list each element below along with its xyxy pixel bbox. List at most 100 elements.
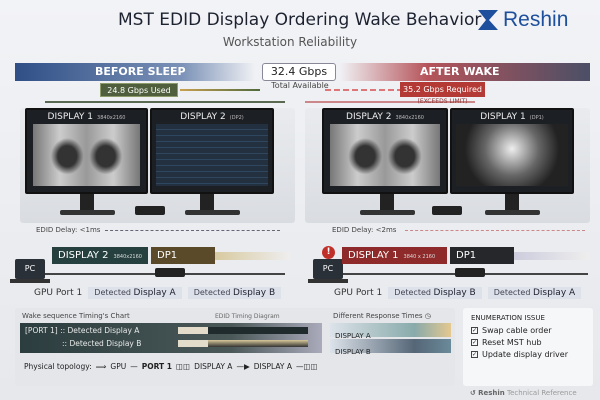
enumeration-issue-panel: ENUMERATION ISSUE ✓ Swap cable order ✓ Res… <box>463 308 593 386</box>
checklist-label: Reset MST hub <box>482 338 542 347</box>
monitor-res: (DP1) <box>529 115 544 121</box>
arrow-icon: — <box>130 362 138 371</box>
connector-icon: —◫◫ <box>295 362 318 371</box>
detected-display-a: Detected Display A <box>88 287 182 299</box>
timing-bar-b-pre <box>178 340 208 347</box>
required-line <box>325 89 400 91</box>
response-row-a: DISPLAY A <box>330 323 451 340</box>
bone-image <box>456 124 568 186</box>
topology-label: Physical topology: <box>24 362 92 371</box>
topology-display: DISPLAY A <box>194 362 233 371</box>
timing-row-b: :: Detected Display B <box>62 339 142 348</box>
checklist-item[interactable]: ✓ Reset MST hub <box>471 338 585 347</box>
gpu-port-label: GPU Port 1 <box>34 288 83 298</box>
monitor-base <box>485 210 540 215</box>
device-res: 3840x2160 <box>113 254 142 260</box>
mst-hub-icon <box>135 206 165 215</box>
edid-timing-label: EDID Timing Diagram <box>215 313 280 320</box>
checkbox-icon[interactable]: ✓ <box>471 339 478 346</box>
detected-display-a: Detected Display A <box>487 287 582 299</box>
timing-bar-a <box>208 327 308 334</box>
detected-label: Detected <box>94 288 131 297</box>
timing-bar-b <box>208 340 308 347</box>
before-sleep-banner: BEFORE SLEEP <box>15 63 255 81</box>
before-arrow <box>45 101 285 103</box>
mst-hub-icon <box>155 268 185 277</box>
monitor-stand <box>380 194 394 212</box>
page-title: MST EDID Display Ordering Wake Behavior <box>118 10 482 30</box>
monitor-stand <box>505 194 519 212</box>
after-wake-banner: AFTER WAKE <box>340 63 590 81</box>
monitor-label: DISPLAY 2 <box>346 112 392 122</box>
monitor-display-2: DISPLAY 2(DP2) <box>150 108 274 194</box>
exceeds-limit-label: (EXCEEDS LIMIT) <box>417 98 468 105</box>
footer-brand: Reshin <box>478 389 505 397</box>
arrow-icon: ⟹ <box>95 362 107 371</box>
edid-dash-line <box>405 230 585 231</box>
checklist-item[interactable]: ✓ Update display driver <box>471 350 585 359</box>
response-times-title: Different Response Times ◷ <box>333 312 431 320</box>
device-display-2: DISPLAY 2 3840x2160 <box>52 247 148 264</box>
required-bandwidth-badge: 35.2 Gbps Required <box>400 82 485 97</box>
topology-port: PORT 1 <box>141 362 172 371</box>
device-label: DISPLAY 2 <box>58 250 109 261</box>
monitor-base <box>360 210 415 215</box>
detected-value: Display B <box>433 288 476 298</box>
brand-logo: Reshin <box>478 8 568 32</box>
response-title-text: Different Response Times <box>333 312 423 320</box>
clock-icon: ◷ <box>424 312 431 320</box>
pc-base <box>308 279 348 283</box>
topology-gpu: GPU <box>110 362 127 371</box>
device-label: DISPLAY 1 <box>348 250 399 261</box>
monitor-label: DISPLAY 2 <box>180 112 226 122</box>
pc-icon: PC <box>313 259 343 279</box>
xray-image <box>33 124 140 186</box>
pc-icon: PC <box>15 259 45 279</box>
response-row-b: DISPLAY B <box>330 339 451 356</box>
edid-dash-line <box>105 230 280 231</box>
edid-delay-after: EDID Delay: <2ms <box>332 226 397 234</box>
dashboard-image <box>156 124 268 186</box>
connector-icon: ◫◫ <box>175 362 191 371</box>
checklist-label: Update display driver <box>482 350 568 359</box>
subtitle: Workstation Reliability <box>222 35 358 49</box>
detected-label: Detected <box>193 288 231 297</box>
edid-delay-before: EDID Delay: <1ms <box>36 226 101 234</box>
detected-label: Detected <box>394 288 431 297</box>
checklist-label: Swap cable order <box>482 326 552 335</box>
used-line <box>180 89 260 91</box>
detected-display-b: Detected Display B <box>388 287 482 299</box>
gpu-port-label: GPU Port 1 <box>334 288 383 298</box>
mst-hub-icon <box>432 206 462 215</box>
brand-name: Reshin <box>503 8 569 31</box>
detected-value: Display B <box>232 288 276 298</box>
monitor-stand <box>80 194 94 212</box>
xray-image <box>330 124 440 186</box>
dp-cable <box>514 252 589 260</box>
detected-value: Display A <box>532 288 576 298</box>
footer-logo-icon: ↺ <box>470 389 476 397</box>
monitor-res: 3840x2160 <box>97 115 126 121</box>
checkbox-icon[interactable]: ✓ <box>471 327 478 334</box>
device-dp1: DP1 <box>151 247 215 264</box>
device-res: 3840 x 2160 <box>403 254 436 260</box>
device-dp1: DP1 <box>450 247 514 264</box>
checklist-item[interactable]: ✓ Swap cable order <box>471 326 585 335</box>
mst-hub-icon <box>455 268 485 277</box>
footer-text: Technical Reference <box>507 389 577 397</box>
used-bandwidth-badge: 24.8 Gbps Used <box>100 83 178 97</box>
timing-bar-a-pre <box>178 327 208 334</box>
detected-display-b: Detected Display B <box>187 287 282 299</box>
device-display-1: DISPLAY 1 3840 x 2160 <box>342 247 447 264</box>
pc-base <box>10 279 50 283</box>
warning-icon: ! <box>322 246 335 259</box>
checkbox-icon[interactable]: ✓ <box>471 351 478 358</box>
reshin-logo-icon <box>478 10 498 30</box>
physical-topology: Physical topology:⟹ GPU— PORT 1◫◫ DISPLA… <box>24 362 318 371</box>
monitor-res: 3840x2160 <box>395 115 424 121</box>
enumeration-title: ENUMERATION ISSUE <box>471 314 545 322</box>
